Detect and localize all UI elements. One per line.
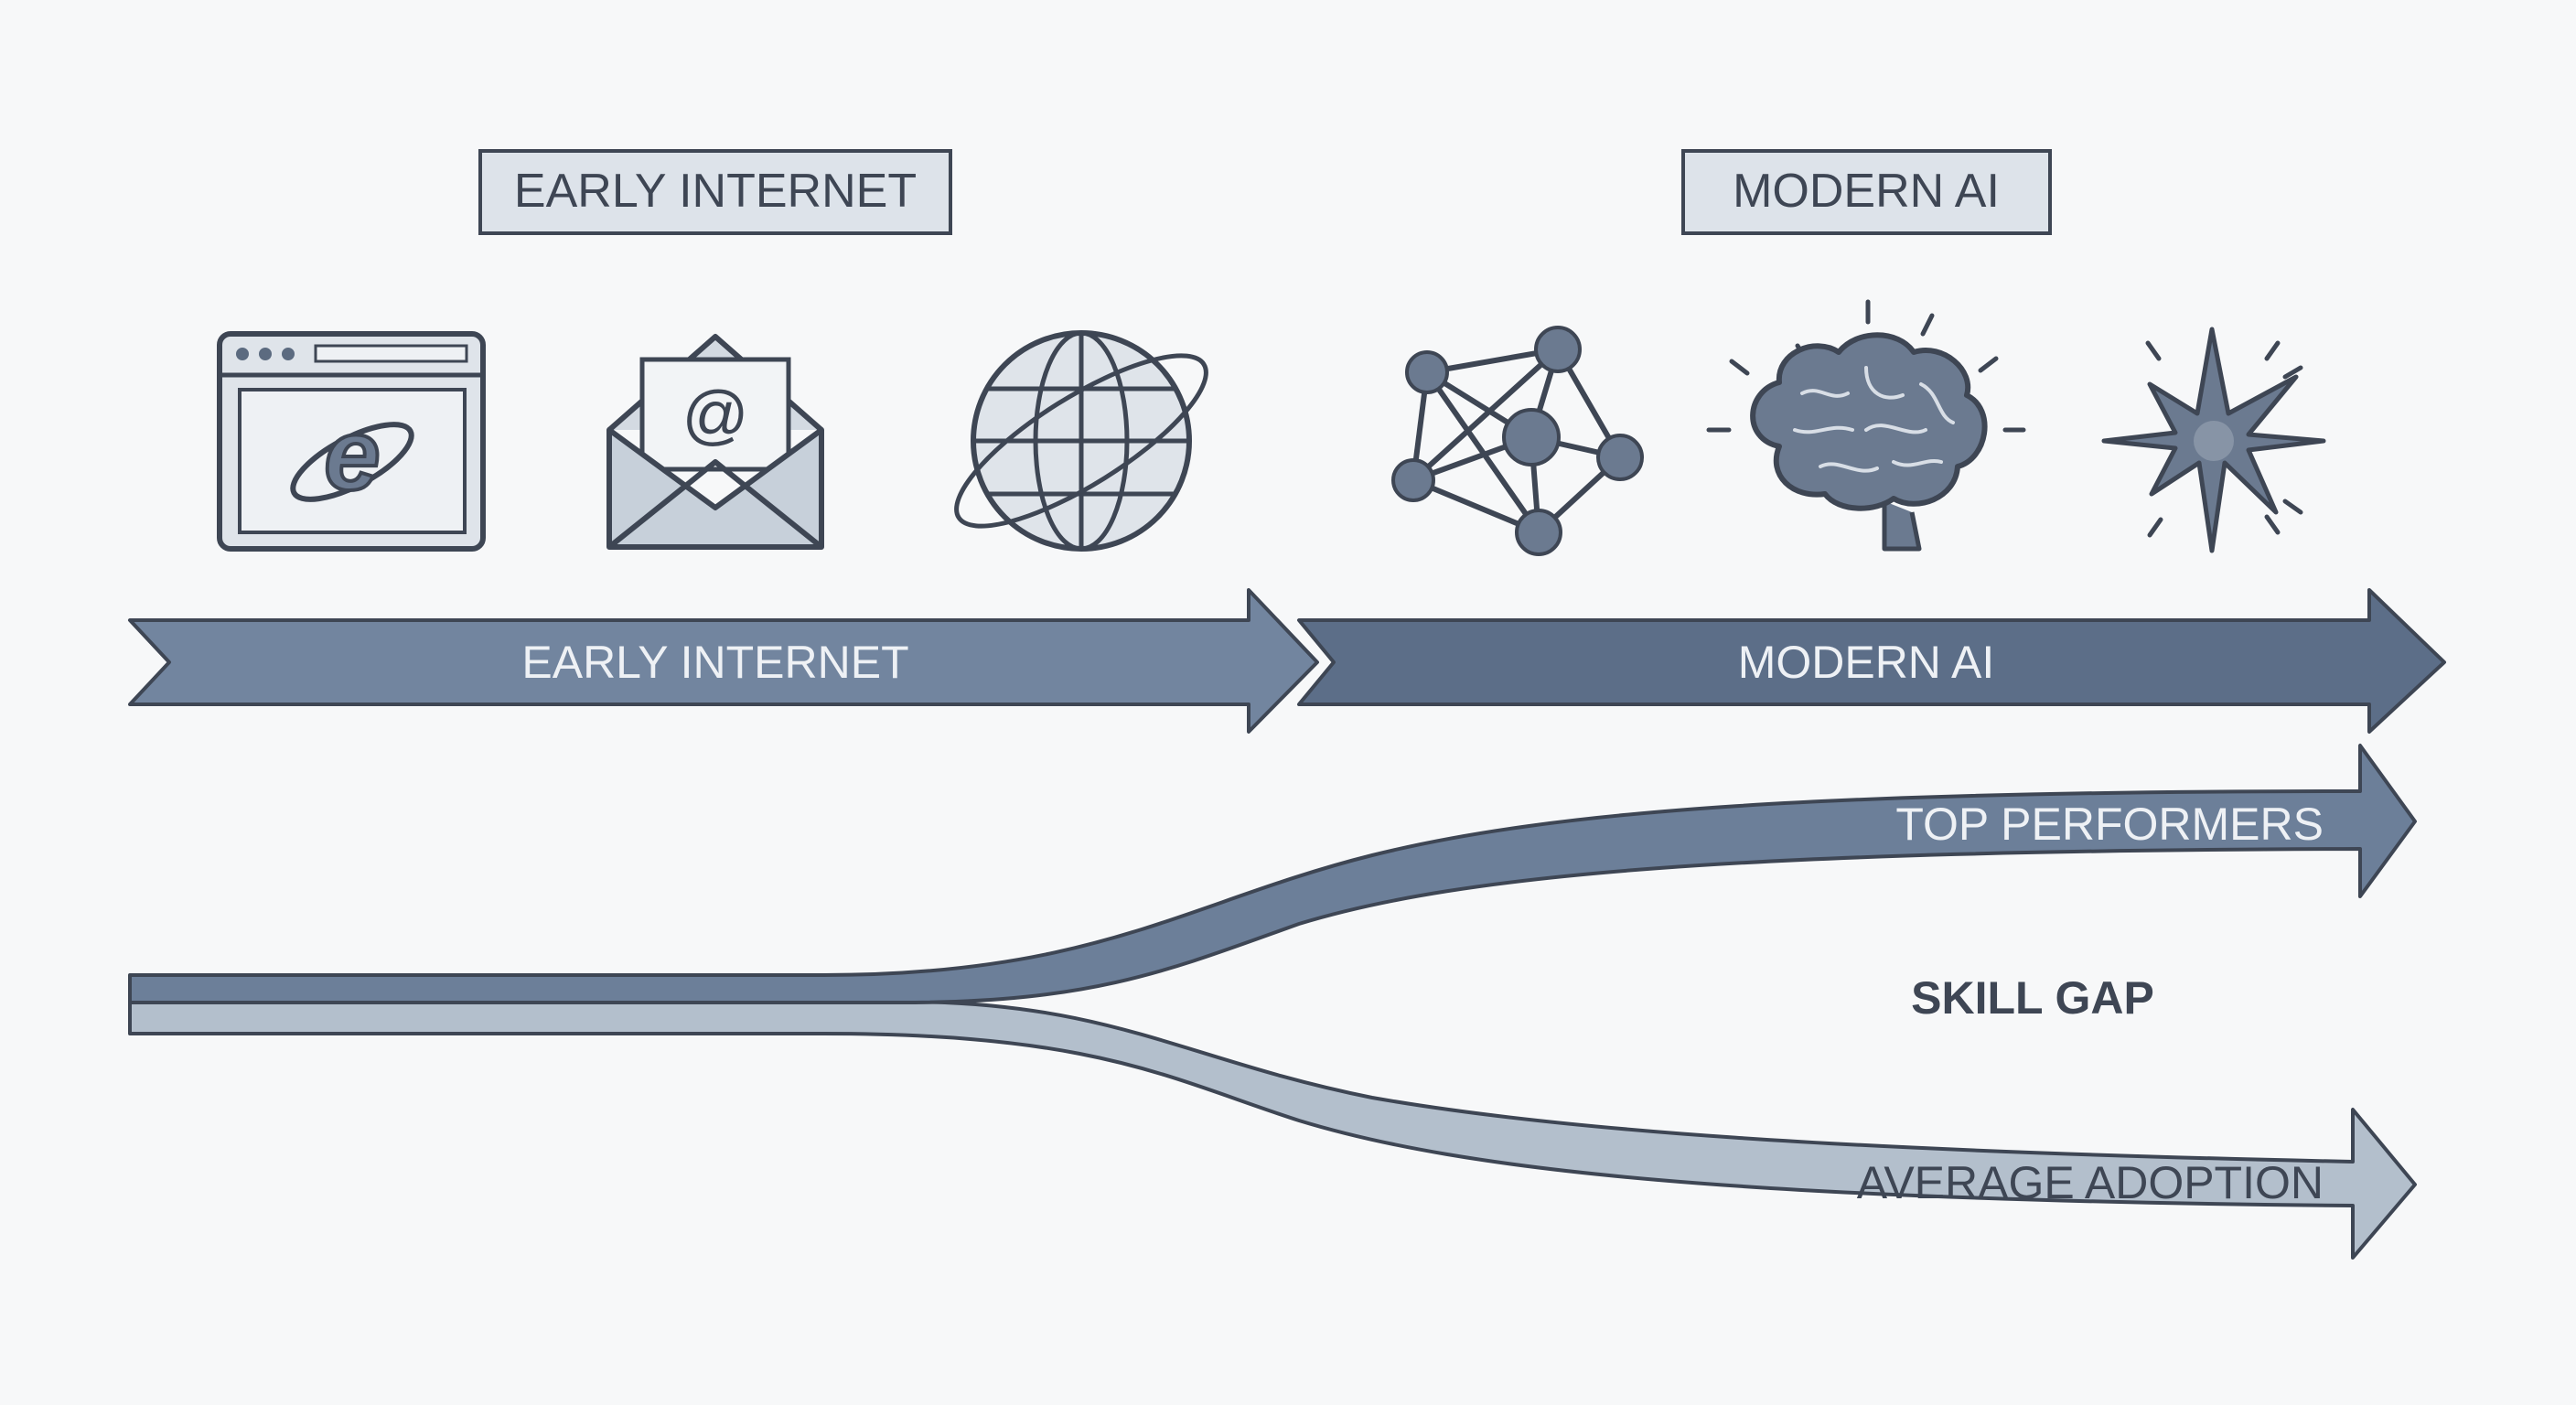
neural-network-icon (1391, 326, 1644, 556)
browser-logo-glyph: e (324, 399, 380, 511)
top-performers-path: TOP PERFORMERS (128, 744, 2417, 1004)
early-internet-header: EARLY INTERNET (478, 149, 952, 235)
early-internet-header-box (478, 149, 952, 235)
modern-ai-header-label: MODERN AI (1733, 165, 2000, 218)
skill-gap-label: SKILL GAP (1911, 972, 2154, 1024)
modern-ai-arrow: MODERN AI (1297, 588, 2446, 734)
early-internet-arrow: EARLY INTERNET (128, 588, 1319, 734)
email-at-glyph: @ (682, 379, 748, 452)
globe-icon (954, 330, 1208, 552)
email-icon: @ (606, 334, 824, 550)
modern-ai-header: MODERN AI (1681, 149, 2052, 235)
browser-icon: e (217, 331, 486, 552)
early-internet-arrow-label: EARLY INTERNET (521, 637, 908, 688)
modern-ai-arrow-label: MODERN AI (1738, 637, 1995, 688)
average-adoption-label: AVERAGE ADOPTION (1857, 1157, 2324, 1208)
early-internet-header-label: EARLY INTERNET (514, 165, 917, 218)
modern-ai-header-box (1681, 149, 2052, 235)
spark-icon (2101, 327, 2326, 553)
brain-icon (1706, 299, 2026, 552)
average-adoption-path: AVERAGE ADOPTION (128, 995, 2417, 1260)
top-performers-label: TOP PERFORMERS (1895, 799, 2324, 850)
